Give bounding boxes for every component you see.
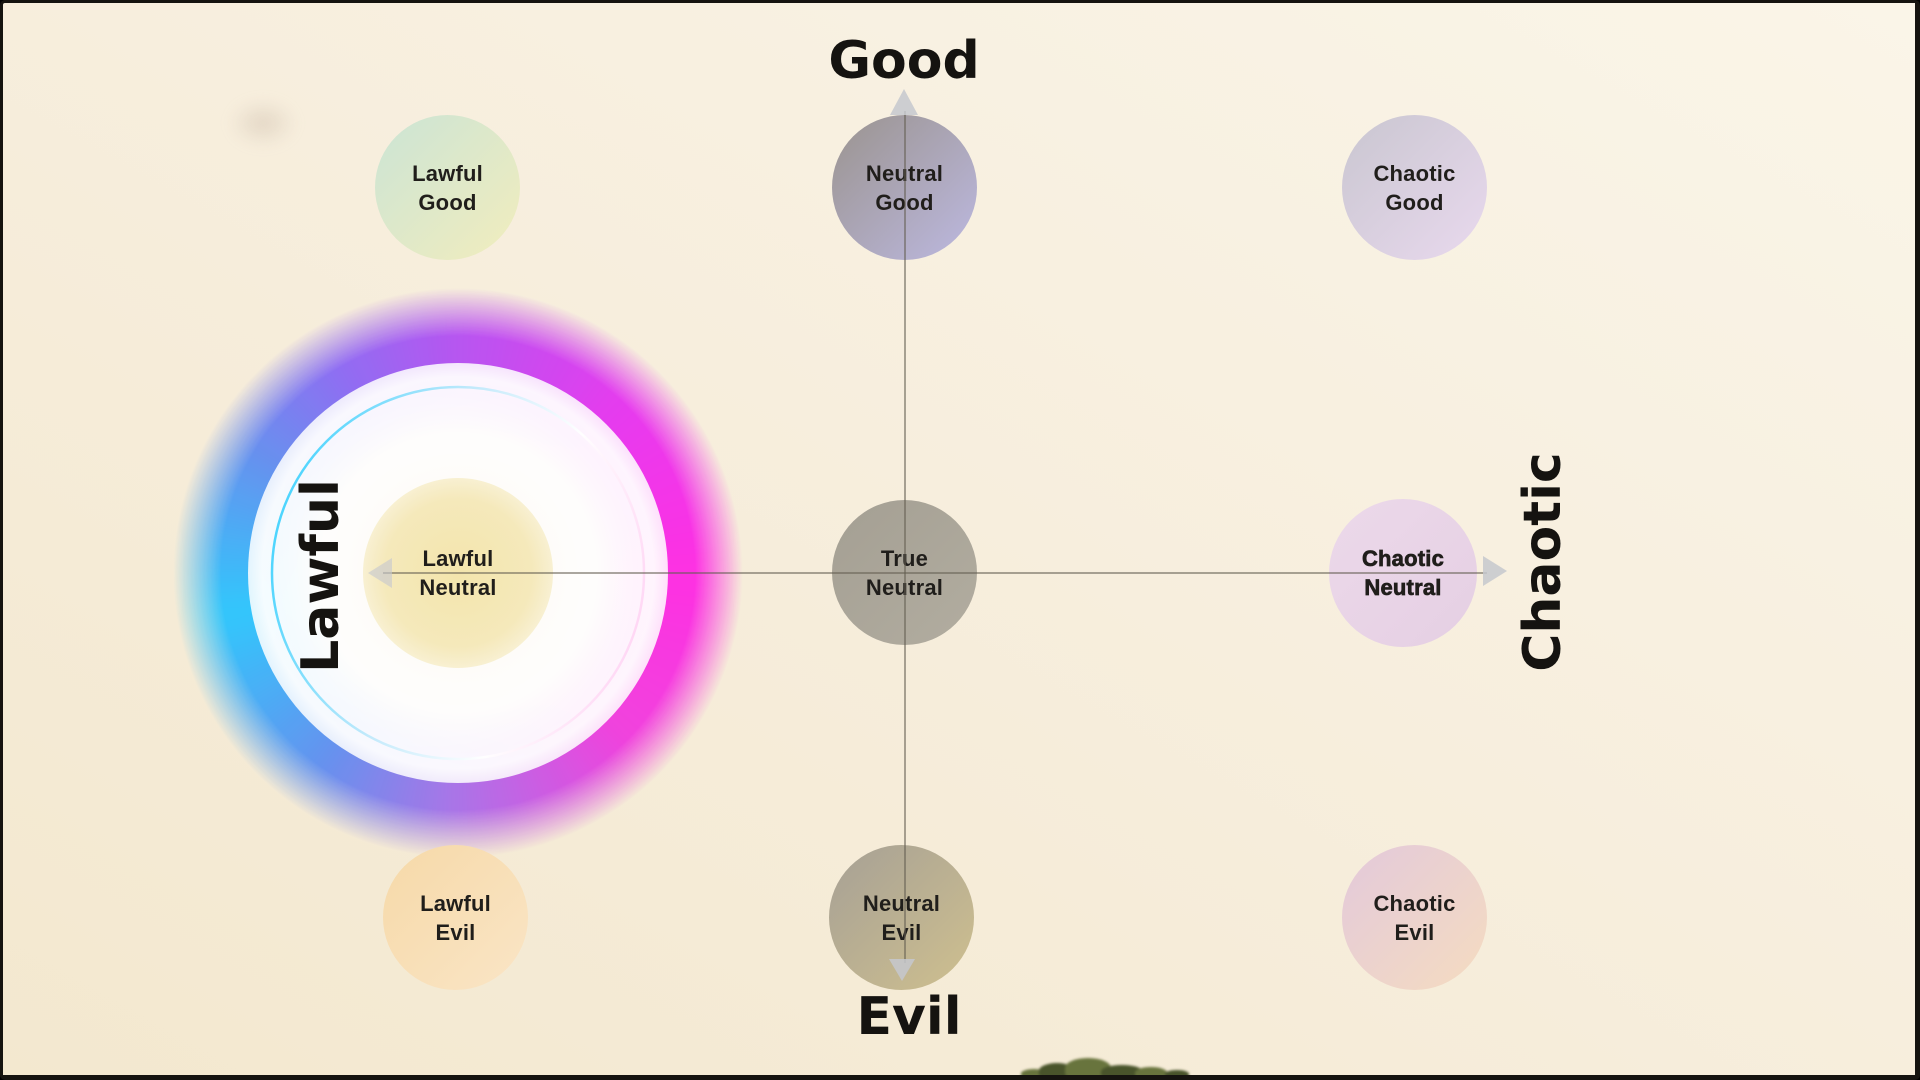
axis-title-good: Good bbox=[828, 31, 980, 91]
axis-title-chaotic: Chaotic bbox=[1513, 452, 1573, 672]
foliage-blob bbox=[1021, 1069, 1047, 1075]
foliage-blob bbox=[1065, 1058, 1111, 1075]
axis-arrow-down-icon bbox=[889, 959, 915, 981]
foliage-blob bbox=[1101, 1065, 1143, 1075]
axis-title-lawful: Lawful bbox=[291, 479, 351, 673]
horizontal-axis-line bbox=[383, 572, 1487, 574]
axis-arrow-right-icon bbox=[1483, 556, 1507, 586]
axis-arrow-up-icon bbox=[890, 89, 918, 115]
background-smudge bbox=[228, 98, 298, 148]
axis-title-evil: Evil bbox=[856, 987, 962, 1047]
foliage-blob bbox=[1165, 1070, 1189, 1075]
axis-arrow-left-icon bbox=[368, 558, 392, 588]
tree-foliage bbox=[1013, 1051, 1208, 1075]
foliage-blob bbox=[1135, 1067, 1167, 1075]
vertical-axis-line bbox=[904, 111, 906, 963]
